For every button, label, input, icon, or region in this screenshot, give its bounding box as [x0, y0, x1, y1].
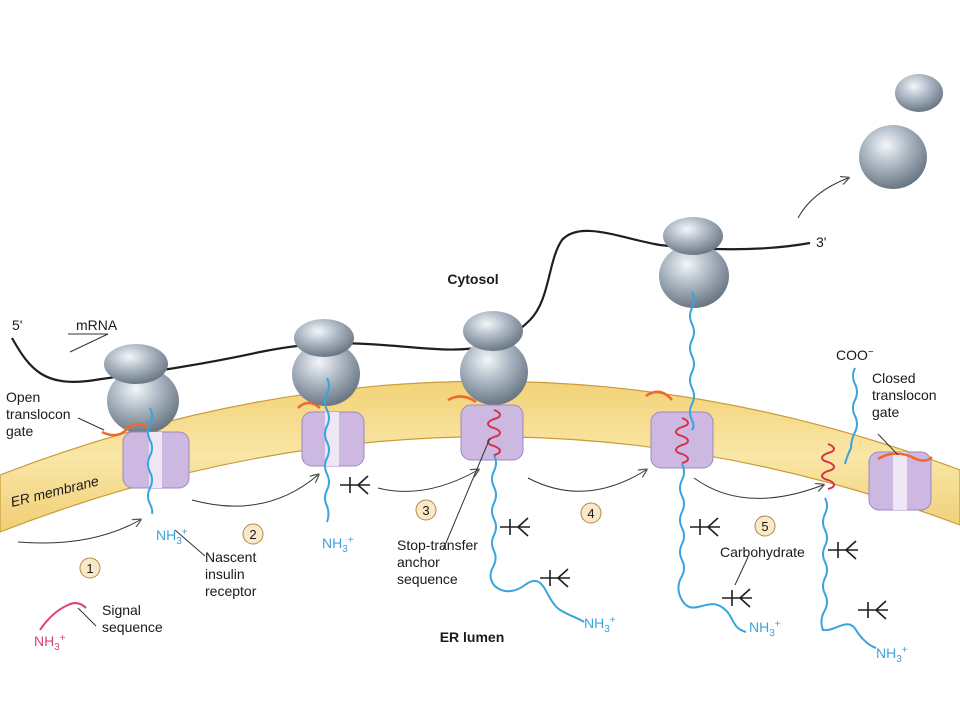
polypeptide-chain-4-upper	[689, 291, 695, 431]
carbohydrate-icon	[828, 540, 858, 560]
step-badge-4: 4	[580, 502, 602, 524]
polypeptide-chain-5-lower	[820, 497, 877, 649]
carbohydrate-icon	[340, 475, 370, 495]
release-arrow	[797, 178, 848, 219]
nascent-label-line3: receptor	[205, 583, 257, 599]
carbohydrate-icon	[500, 517, 530, 537]
step-arrow-1	[17, 520, 140, 544]
released-ribosome-large-subunit	[859, 125, 927, 189]
carbohydrate-label: Carbohydrate	[720, 544, 805, 560]
stop-transfer-helix-5	[821, 443, 835, 490]
svg-text:3: 3	[422, 503, 429, 518]
stop-transfer-label-line1: Stop-transfer	[397, 537, 478, 553]
closed-gate-leader-line	[877, 433, 899, 456]
signal-peptide-3	[447, 395, 477, 404]
step-arrow-5	[693, 477, 823, 499]
svg-text:1: 1	[86, 561, 93, 576]
ribosome-large-subunit	[292, 342, 360, 406]
ribosome-small-subunit	[663, 217, 723, 255]
step-arrow-3	[377, 470, 478, 492]
step-arrow-4	[527, 470, 646, 492]
ribosome-small-subunit	[104, 344, 168, 384]
signal-peptide-1	[101, 422, 149, 437]
stop-transfer-helix-4	[675, 417, 689, 464]
closed-gate-label-line3: gate	[872, 404, 899, 420]
ribosome-4	[659, 217, 729, 308]
stop-transfer-label-line3: sequence	[397, 571, 458, 587]
open-gate-leader-line	[77, 417, 105, 431]
closed-gate-label-line2: translocon	[872, 387, 937, 403]
open-gate-label-line1: Open	[6, 389, 40, 405]
five-prime-label: 5'	[12, 317, 22, 333]
nh3-label-4: NH3+	[749, 619, 781, 639]
polypeptide-chain-1	[147, 407, 154, 515]
closed-gate-label-line1: Closed	[872, 370, 916, 386]
signal-peptide-5	[877, 452, 933, 462]
nascent-label-line1: Nascent	[205, 549, 256, 565]
cytosol-label: Cytosol	[447, 271, 498, 287]
polypeptide-chain-4-lower	[677, 463, 747, 633]
carbohydrate-leader-line	[734, 556, 749, 586]
translocon-3	[460, 404, 524, 461]
translocon-1	[122, 431, 190, 489]
carbohydrate-icon	[858, 600, 888, 620]
ribosome-small-subunit	[463, 311, 523, 351]
ribosome-2	[292, 319, 360, 406]
translocon-5-closed	[868, 451, 932, 511]
mrna-leader-line	[68, 333, 109, 353]
svg-text:4: 4	[587, 506, 594, 521]
step-badge-5: 5	[754, 515, 776, 537]
signal-peptide-4	[645, 390, 673, 401]
open-gate-label-line2: translocon	[6, 406, 71, 422]
nh3-label-2: NH3+	[322, 535, 354, 555]
signal-sequence-legend-squiggle	[39, 602, 87, 631]
ribosome-3	[460, 311, 528, 405]
nascent-leader-line	[174, 529, 206, 557]
nascent-label-line2: insulin	[205, 566, 245, 582]
step-badge-2: 2	[242, 523, 264, 545]
er-lumen-label: ER lumen	[440, 629, 505, 645]
signal-sequence-label-line2: sequence	[102, 619, 163, 635]
nh3-label-3: NH3+	[584, 615, 616, 635]
nh3-label-signal: NH3+	[34, 633, 66, 653]
polypeptide-chain-5-upper	[844, 367, 858, 465]
step-badge-3: 3	[415, 499, 437, 521]
ribosome-large-subunit	[659, 244, 729, 308]
svg-text:5: 5	[761, 519, 768, 534]
coo-label: COO−	[836, 347, 874, 363]
carbohydrate-icon	[690, 517, 720, 537]
stop-transfer-helix-3	[487, 409, 501, 456]
open-gate-label-line3: gate	[6, 423, 33, 439]
signal-sequence-leader-line	[77, 607, 97, 627]
ribosome-large-subunit	[107, 368, 179, 434]
carbohydrate-icon	[540, 568, 570, 588]
signal-sequence-label-line1: Signal	[102, 602, 141, 618]
translocon-2	[301, 411, 365, 467]
three-prime-label: 3'	[816, 234, 826, 250]
ribosome-large-subunit	[460, 339, 528, 405]
step-arrow-2	[191, 475, 318, 507]
mrna-label: mRNA	[76, 317, 118, 333]
ribosome-1	[104, 344, 179, 434]
nh3-label-5: NH3+	[876, 645, 908, 665]
ribosome-small-subunit	[294, 319, 354, 357]
nh3-label-1: NH3+	[156, 527, 188, 547]
carbohydrate-icon	[722, 588, 752, 608]
polypeptide-chain-3	[489, 454, 585, 623]
stop-transfer-label-line2: anchor	[397, 554, 440, 570]
translocon-4	[650, 411, 714, 469]
signal-peptide-2	[297, 401, 321, 409]
stop-transfer-leader-line	[442, 437, 491, 551]
polypeptide-chain-2	[324, 377, 330, 523]
svg-text:2: 2	[249, 527, 256, 542]
step-badge-1: 1	[79, 557, 101, 579]
released-ribosome-small-subunit	[895, 74, 943, 112]
